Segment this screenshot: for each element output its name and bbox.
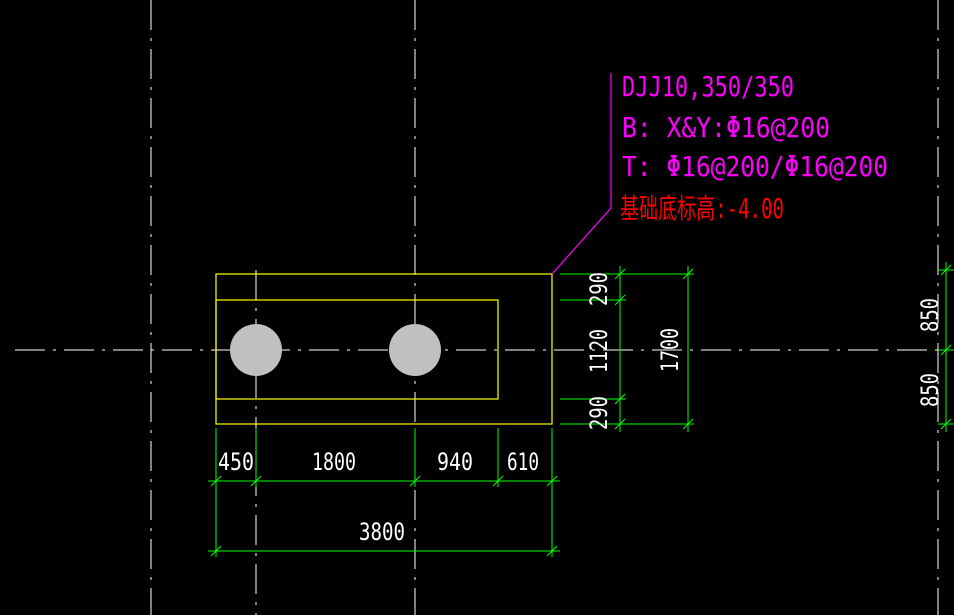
vdim-tick-2: [614, 294, 626, 306]
bottom-reinforcement-label: B: X&Y:Φ16@200: [622, 111, 830, 144]
dim-label-940: 940: [437, 448, 473, 476]
vertical-dimensions: [560, 266, 694, 432]
dim-tick-4: [492, 475, 504, 487]
vdim-label-1120: 1120: [585, 329, 613, 373]
dim-label-3800: 3800: [359, 518, 405, 546]
right-dim-tick-2: [940, 344, 952, 356]
dim-tick-6: [210, 545, 222, 557]
vdim-tick-1: [614, 268, 626, 280]
dim-label-1800: 1800: [312, 448, 356, 476]
dim-tick-1: [210, 475, 222, 487]
right-dim-label-lower: 850: [916, 373, 944, 407]
right-dim-tick-1: [940, 264, 952, 276]
foundation-outline: [215, 273, 553, 425]
vdim-label-1700: 1700: [656, 328, 684, 372]
horizontal-dimensions: [208, 428, 560, 557]
vdim-tick-3: [614, 393, 626, 405]
foundation-inner-rect[interactable]: [215, 299, 499, 400]
pile-right[interactable]: [389, 324, 441, 376]
dim-label-610: 610: [507, 448, 539, 476]
dim-tick-2: [250, 475, 262, 487]
dim-tick-7: [546, 545, 558, 557]
bottom-elevation-label: 基础底标高:-4.00: [620, 192, 784, 225]
foundation-label: DJJ10,350/350: [622, 70, 794, 103]
right-edge-dimensions: [938, 262, 954, 432]
vdim-tick-5: [682, 268, 694, 280]
top-reinforcement-label: T: Φ16@200/Φ16@200: [622, 150, 888, 183]
dim-tick-5: [546, 475, 558, 487]
pile-left[interactable]: [230, 324, 282, 376]
dim-tick-3: [409, 475, 421, 487]
dim-label-450: 450: [218, 448, 254, 476]
right-dim-tick-3: [940, 418, 952, 430]
annotation-leader-line: [551, 73, 612, 275]
vdim-label-290-bottom: 290: [585, 396, 613, 430]
vdim-tick-6: [682, 418, 694, 430]
vdim-label-290-top: 290: [585, 272, 613, 306]
right-dim-label-upper: 850: [916, 298, 944, 332]
vdim-tick-4: [614, 418, 626, 430]
